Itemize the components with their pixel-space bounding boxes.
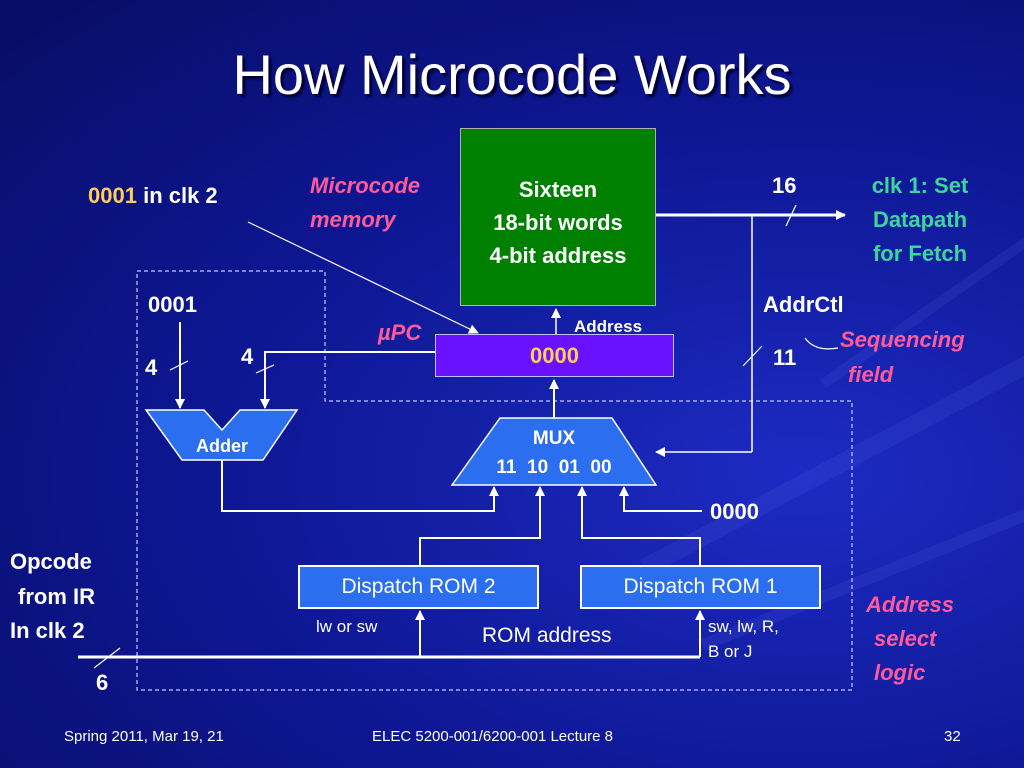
clk2-pointer [247, 221, 479, 334]
page-number: 32 [944, 728, 961, 745]
opcode-label-3: In clk 2 [10, 618, 85, 643]
sequencing-field-label-1: Sequencing [840, 327, 965, 352]
microcode-memory-label-2: memory [310, 207, 396, 232]
const-to-mux-wire [619, 486, 702, 512]
rom2-note: lw or sw [316, 617, 378, 636]
datapath-output-line2: Datapath [872, 207, 968, 232]
opcode-label-2: from IR [18, 584, 95, 609]
adder-right-width: 4 [241, 344, 254, 369]
memory-box-line3: 4-bit address [489, 243, 627, 268]
microcode-memory-label-1: Microcode [310, 173, 421, 198]
clk2-input-note: 0001 in clk 2 [88, 183, 218, 209]
upc-to-adder-wire [260, 351, 435, 409]
mux-label: MUX [532, 428, 576, 449]
opcode-width: 6 [96, 670, 109, 695]
rom1-to-mux-wire [577, 486, 701, 565]
memory-box-line2: 18-bit words [493, 210, 623, 235]
adder-const-value: 0001 [148, 292, 197, 317]
rom1-note-line2: B or J [708, 642, 753, 661]
memory-box-line1: Sixteen [518, 177, 598, 202]
rom2-to-mux-wire [419, 486, 545, 565]
address-select-label-3: logic [874, 660, 926, 685]
address-select-label-1: Address [866, 592, 955, 617]
opcode-label-1: Opcode [10, 549, 92, 574]
adder-label: Adder [195, 436, 248, 456]
addrctl-width-tick [742, 345, 763, 367]
adder-to-mux-wire [221, 460, 499, 512]
address-select-boundary [136, 270, 853, 691]
memory-bus-width: 16 [772, 173, 797, 198]
microcode-memory-box: Sixteen 18-bit words 4-bit address [460, 128, 656, 306]
bus-width-tick [785, 204, 797, 227]
rom1-note-line1: sw, lw, R, [708, 617, 779, 636]
slide-title: How Microcode Works [232, 43, 792, 106]
dispatch-rom-2: Dispatch ROM 2 [298, 565, 539, 609]
opcode-width-tick [93, 647, 121, 669]
mux-shape [450, 417, 658, 486]
adder-right-tick [255, 364, 275, 374]
mux-const-input: 0000 [710, 499, 759, 524]
upc-register: 0000 [435, 334, 674, 377]
sequencing-callout [804, 337, 839, 350]
adder-left-width: 4 [145, 355, 158, 380]
adder-left-tick [169, 360, 189, 371]
addrctl-label: AddrCtl [763, 292, 844, 317]
sequencing-field-label-2: field [848, 362, 894, 387]
footer-course: ELEC 5200-001/6200-001 Lecture 8 [372, 728, 614, 745]
address-label: Address [574, 317, 643, 336]
rom-address-label: ROM address [482, 624, 612, 647]
clk2-input-text: in clk 2 [143, 183, 218, 208]
footer-date: Spring 2011, Mar 19, 21 [64, 728, 224, 745]
dispatch-rom-1: Dispatch ROM 1 [580, 565, 821, 609]
addrctl-width: 11 [773, 345, 797, 370]
adder-shape [144, 409, 299, 461]
datapath-output-line3: for Fetch [872, 241, 968, 266]
datapath-output-line1: clk 1: Set [871, 173, 969, 198]
mux-input-labels: 11 10 01 00 [496, 457, 612, 478]
upc-label: µPC [378, 320, 422, 345]
clk2-input-value: 0001 [88, 183, 137, 208]
address-select-label-2: select [874, 626, 937, 651]
